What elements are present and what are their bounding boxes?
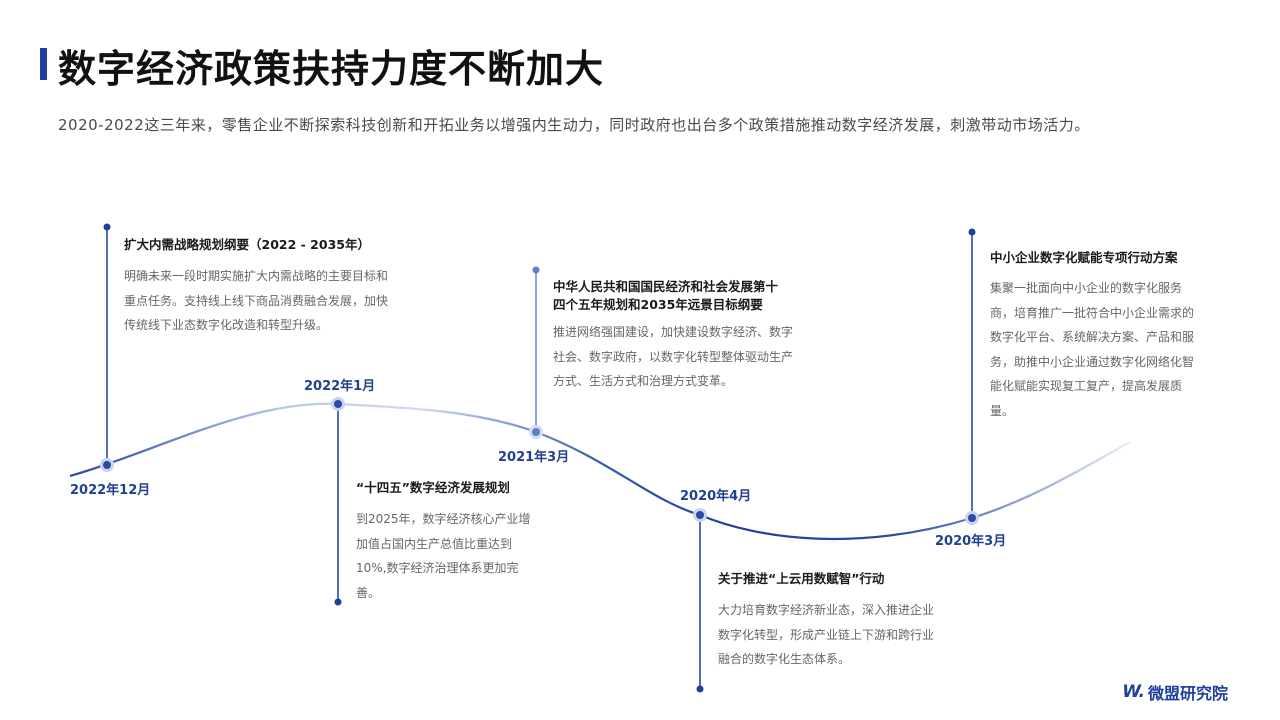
event-desc-2021-03: 推进网络强国建设，加快建设数字经济、数字社会、数字政府，以数字化转型整体驱动生产… <box>553 325 794 388</box>
event-title-2020-04: 关于推进“上云用数赋智”行动 <box>718 571 885 586</box>
event-title-2022-12: 扩大内需战略规划纲要（2022 - 2035年） <box>124 237 370 252</box>
event-desc-2020-04: 大力培育数字经济新业态，深入推进企业数字化转型，形成产业链上下游和跨行业融合的数… <box>718 603 935 666</box>
event-desc-2022-12: 明确未来一段时期实施扩大内需战略的主要目标和重点任务。支持线上线下商品消费融合发… <box>124 269 389 332</box>
connector-2022-12 <box>103 223 111 465</box>
event-title-2021-03: 中华人民共和国国民经济和社会发展第十四个五年规划和2035年远景目标纲要 <box>553 279 779 312</box>
connector-2021-03 <box>532 266 540 432</box>
title-accent-bar <box>40 48 47 80</box>
intro-paragraph: 2020-2022这三年来，零售企业不断探索科技创新和开拓业务以增强内生动力，同… <box>58 116 1090 134</box>
page-title: 数字经济政策扶持力度不断加大 <box>58 47 605 91</box>
timeline-node-2021-03 <box>529 425 543 439</box>
brand-name: 微盟研究院 <box>1147 684 1228 703</box>
date-label-2021-03: 2021年3月 <box>498 450 570 465</box>
event-title-2020-03: 中小企业数字化赋能专项行动方案 <box>990 250 1178 265</box>
connector-2020-04 <box>696 515 704 693</box>
event-title-2022-01: “十四五”数字经济发展规划 <box>356 480 510 495</box>
connector-2020-03 <box>968 228 976 518</box>
connector-2022-01 <box>334 404 342 606</box>
event-desc-2020-03: 集聚一批面向中小企业的数字化服务商，培育推广一批符合中小企业需求的数字化平台、系… <box>990 281 1195 418</box>
brand-logo: W. 微盟研究院 <box>1122 680 1228 704</box>
timeline-node-2022-01 <box>331 397 345 411</box>
date-label-2020-03: 2020年3月 <box>935 534 1007 549</box>
timeline-node-2020-04 <box>693 508 707 522</box>
date-label-2022-01: 2022年1月 <box>304 379 376 394</box>
weimob-logo-icon: W. <box>1122 682 1145 702</box>
timeline-node-2020-03 <box>965 511 979 525</box>
timeline-node-2022-12 <box>100 458 114 472</box>
date-label-2022-12: 2022年12月 <box>70 483 151 498</box>
date-label-2020-04: 2020年4月 <box>680 489 752 504</box>
event-desc-2022-01: 到2025年，数字经济核心产业增加值占国内生产总值比重达到10%,数字经济治理体… <box>356 512 531 600</box>
